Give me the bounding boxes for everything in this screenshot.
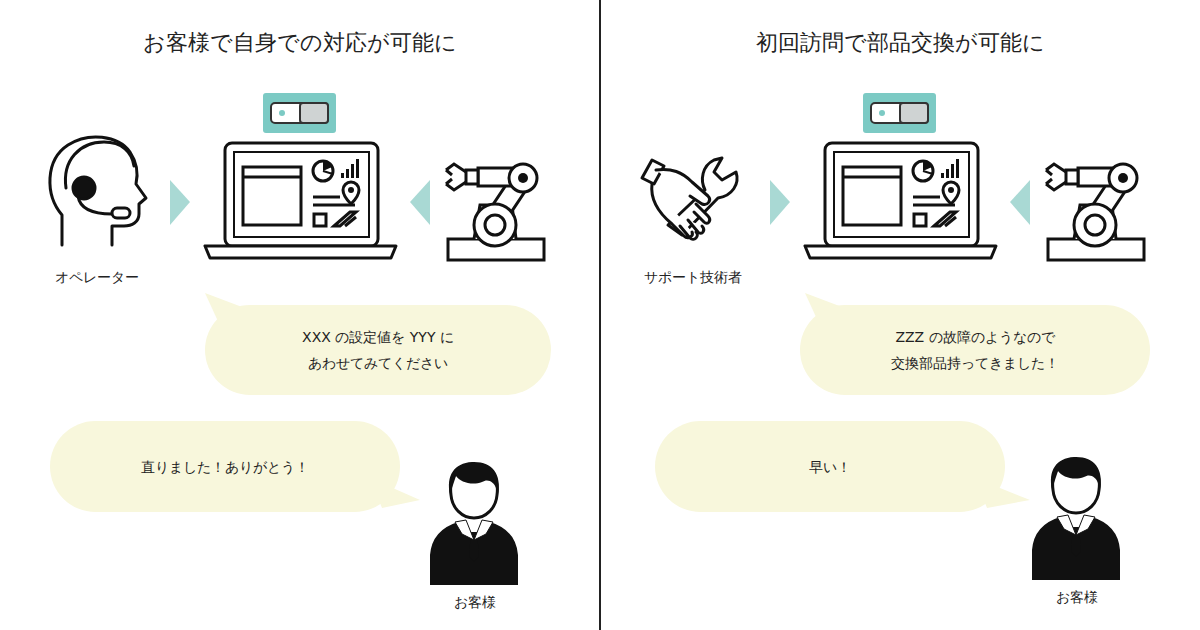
laptop-icon — [805, 93, 996, 258]
customer-icon — [430, 462, 518, 585]
role-label: お客様 — [1056, 589, 1098, 607]
bubble-text: ZZZ の故障のようなので 交換部品持ってきました！ — [880, 324, 1070, 376]
role-label: オペレーター — [55, 269, 139, 287]
bubble-text: XXX の設定値を YYY に あわせてみてください — [288, 324, 468, 376]
arrow-triangle — [410, 180, 430, 225]
speech-bubble: ZZZ の故障のようなので 交換部品持ってきました！ — [800, 305, 1150, 395]
role-label: サポート技術者 — [644, 269, 742, 287]
panel-title: 初回訪問で部品交換が可能に — [756, 28, 1045, 58]
speech-bubble: XXX の設定値を YYY に あわせてみてください — [205, 305, 551, 395]
arrow-triangle — [770, 180, 790, 225]
panel-title: お客様で自身での対応が可能に — [143, 28, 457, 58]
arrow-triangle — [170, 180, 190, 225]
bubble-text: 早い！ — [809, 454, 851, 480]
divider-line — [599, 0, 601, 630]
support-technician-icon — [642, 158, 737, 239]
role-label: お客様 — [454, 594, 496, 612]
speech-bubble: 早い！ — [655, 421, 1005, 512]
laptop-icon — [205, 93, 396, 258]
bubble-text: 直りました！ありがとう！ — [141, 454, 309, 480]
customer-icon — [1032, 457, 1120, 580]
arrow-triangle — [1010, 180, 1030, 225]
speech-bubble: 直りました！ありがとう！ — [50, 421, 400, 512]
operator-icon — [50, 137, 146, 245]
robot-arm-icon — [446, 164, 544, 260]
robot-arm-icon — [1046, 164, 1144, 260]
